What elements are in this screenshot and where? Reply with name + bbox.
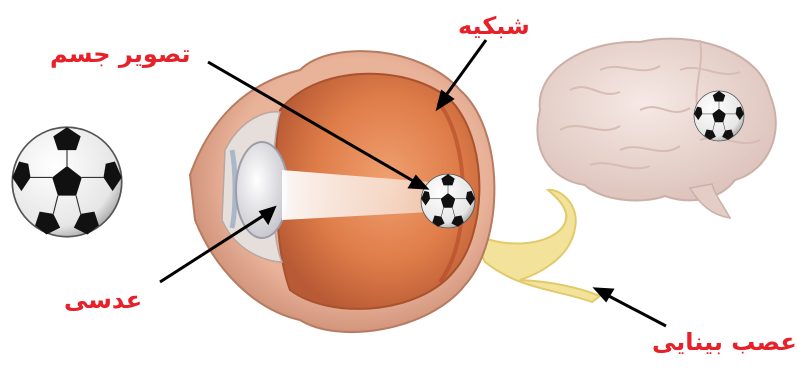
soccer-ball-icon bbox=[694, 91, 744, 141]
arrow-retina bbox=[444, 40, 486, 98]
soccer-ball-icon bbox=[12, 127, 121, 236]
label-object-image: تصویر جسم bbox=[50, 42, 191, 66]
label-optic-nerve: عصب بینایی bbox=[652, 330, 797, 354]
label-lens: عدسی bbox=[64, 288, 142, 312]
arrow-optic-nerve bbox=[605, 294, 666, 326]
soccer-ball-icon bbox=[421, 174, 475, 228]
label-retina: شبکیه bbox=[458, 14, 530, 38]
